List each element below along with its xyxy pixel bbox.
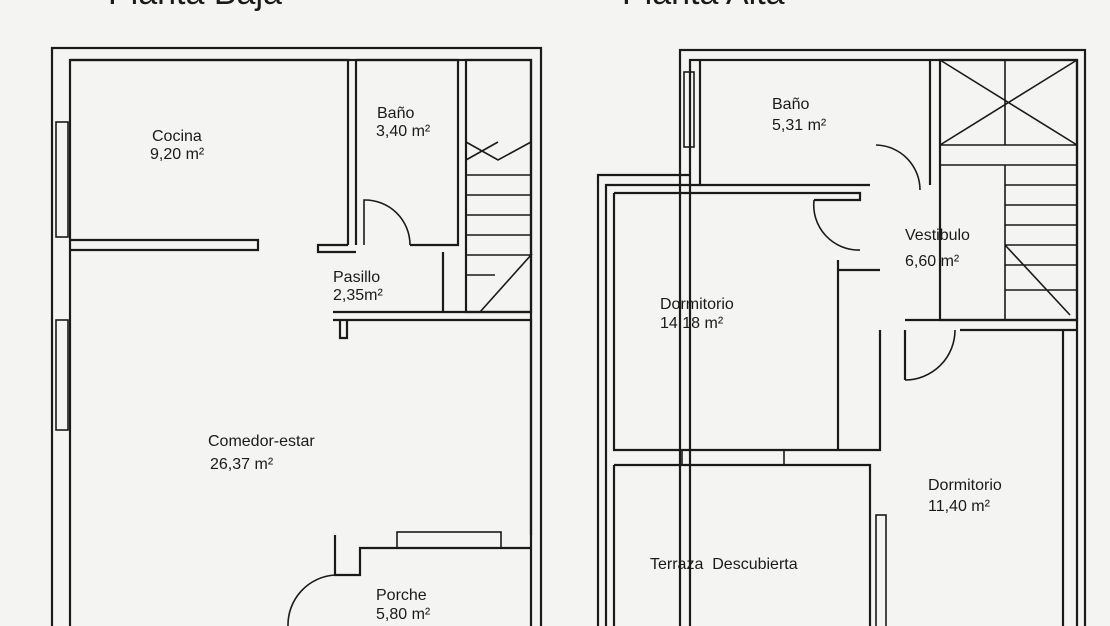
room-name: Dormitorio	[928, 477, 1002, 494]
room-area: 14,18 m²	[660, 315, 724, 332]
room-area: 6,60 m²	[905, 253, 960, 270]
room-name: Dormitorio	[660, 296, 734, 313]
room-area: 2,35m²	[333, 287, 383, 304]
room-area: 11,40 m²	[928, 498, 991, 515]
room-name: Porche	[376, 587, 427, 604]
room-name: Comedor-estar	[208, 433, 315, 450]
room-name: Vestibulo	[905, 227, 970, 244]
room-name: Cocina	[152, 128, 202, 145]
room-name: Terraza Descubierta	[650, 556, 798, 573]
room-area: 3,40 m²	[376, 123, 431, 140]
room-name: Baño	[772, 96, 809, 113]
room-area: 5,80 m²	[376, 606, 431, 623]
room-area: 9,20 m²	[150, 146, 205, 163]
upper-floor-plan	[596, 48, 1087, 626]
room-name: Pasillo	[333, 269, 380, 286]
plan-title-upper: Planta Alta	[622, 0, 785, 12]
room-area: 26,37 m²	[210, 456, 274, 473]
room-area: 5,31 m²	[772, 117, 827, 134]
ground-floor-plan	[50, 46, 543, 626]
plan-title-ground: Planta Baja	[108, 0, 282, 12]
room-name: Baño	[377, 105, 414, 122]
